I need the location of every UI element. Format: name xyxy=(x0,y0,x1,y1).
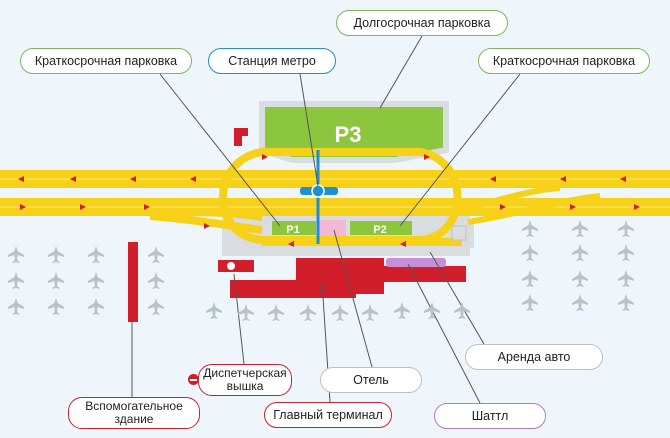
short-term-parking-p1[interactable] xyxy=(272,221,316,235)
long-term-parking-label: Долгосрочная парковка xyxy=(336,10,508,36)
no-entry-icon xyxy=(188,374,199,385)
car-rental-area[interactable] xyxy=(451,225,467,241)
hotel-label: Отель xyxy=(320,367,422,393)
metro-station-label: Станция метро xyxy=(208,48,336,74)
main-terminal[interactable] xyxy=(230,258,466,298)
ramp-right xyxy=(459,185,561,213)
red-building[interactable] xyxy=(234,128,248,146)
main-terminal-label: Главный терминал xyxy=(264,402,392,428)
auxiliary-building-label: Вспомогательное здание xyxy=(68,397,200,429)
car-rental-label: Аренда авто xyxy=(465,344,603,370)
loop-road xyxy=(219,148,462,244)
shuttle-station[interactable] xyxy=(386,258,446,267)
control-tower[interactable] xyxy=(225,260,237,272)
terminal-road xyxy=(262,238,462,246)
ramp-left xyxy=(149,212,263,234)
shuttle-label: Шаттл xyxy=(434,403,546,429)
short-term-parking-left-label: Краткосрочная парковка xyxy=(20,48,192,74)
p2-marker: P2 xyxy=(373,224,386,236)
short-term-parking-right-label: Краткосрочная парковка xyxy=(478,48,650,74)
direction-arrow-icon xyxy=(18,154,640,247)
leader-lines xyxy=(131,35,521,404)
p1-marker: P1 xyxy=(286,224,299,236)
short-term-parking-p2[interactable] xyxy=(350,221,412,235)
auxiliary-building[interactable] xyxy=(128,242,138,322)
p3-marker: P3 xyxy=(335,122,362,147)
control-tower-label: Диспетчерская вышка xyxy=(198,364,292,396)
metro-icon xyxy=(311,184,325,198)
ramp-right-2 xyxy=(467,193,601,225)
hotel-building[interactable] xyxy=(318,220,346,236)
